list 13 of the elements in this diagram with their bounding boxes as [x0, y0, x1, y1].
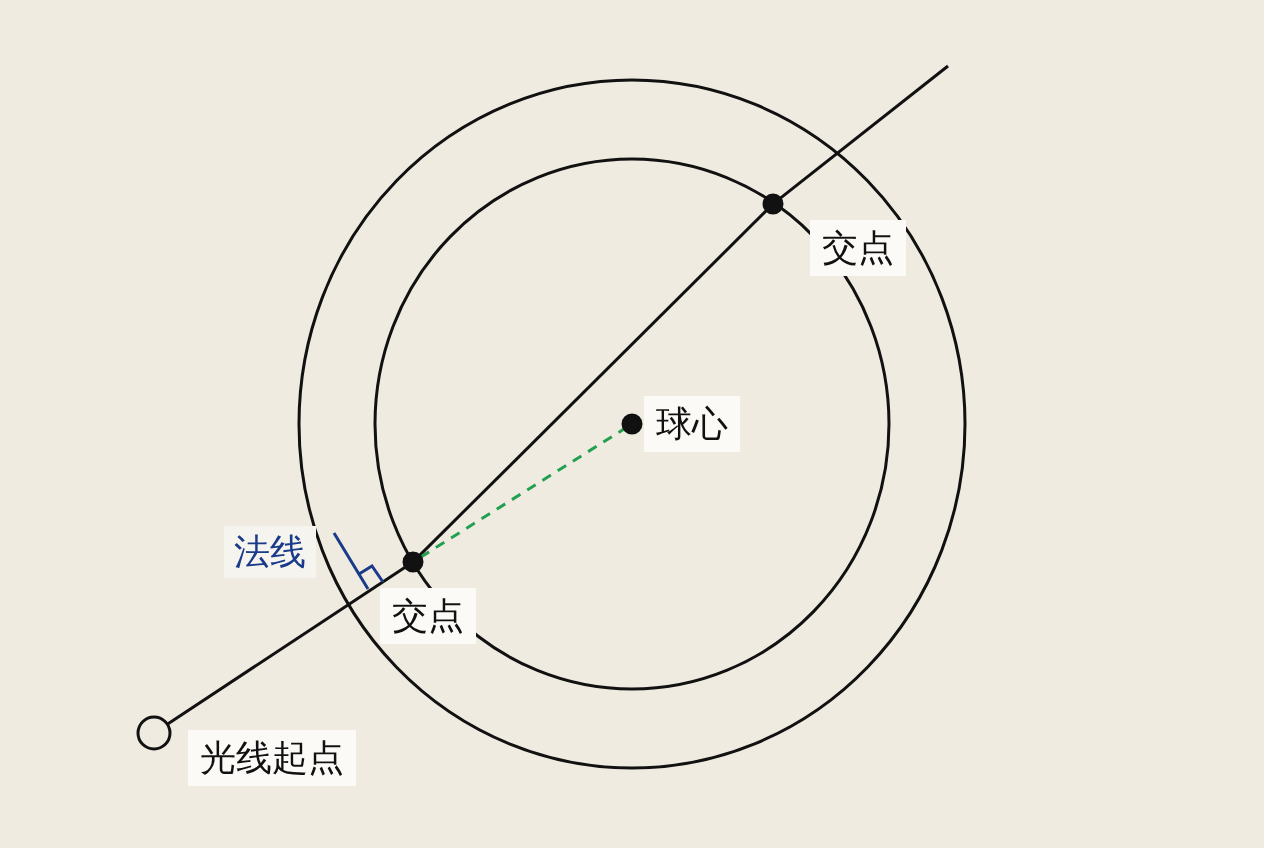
point-label: 交点 — [810, 220, 906, 276]
intersection-dot — [402, 551, 424, 573]
ray-line — [418, 209, 768, 557]
dashed-line — [419, 427, 626, 559]
intersection-dot — [762, 193, 784, 215]
ray-line — [166, 565, 407, 726]
center-dot — [621, 413, 643, 435]
point-label: 球心 — [644, 396, 740, 452]
point-label: 交点 — [380, 588, 476, 644]
ray-line — [779, 64, 949, 200]
point-label: 光线起点 — [188, 730, 356, 786]
ray-origin-circle — [136, 715, 172, 751]
normal-label: 法线 — [224, 526, 316, 578]
